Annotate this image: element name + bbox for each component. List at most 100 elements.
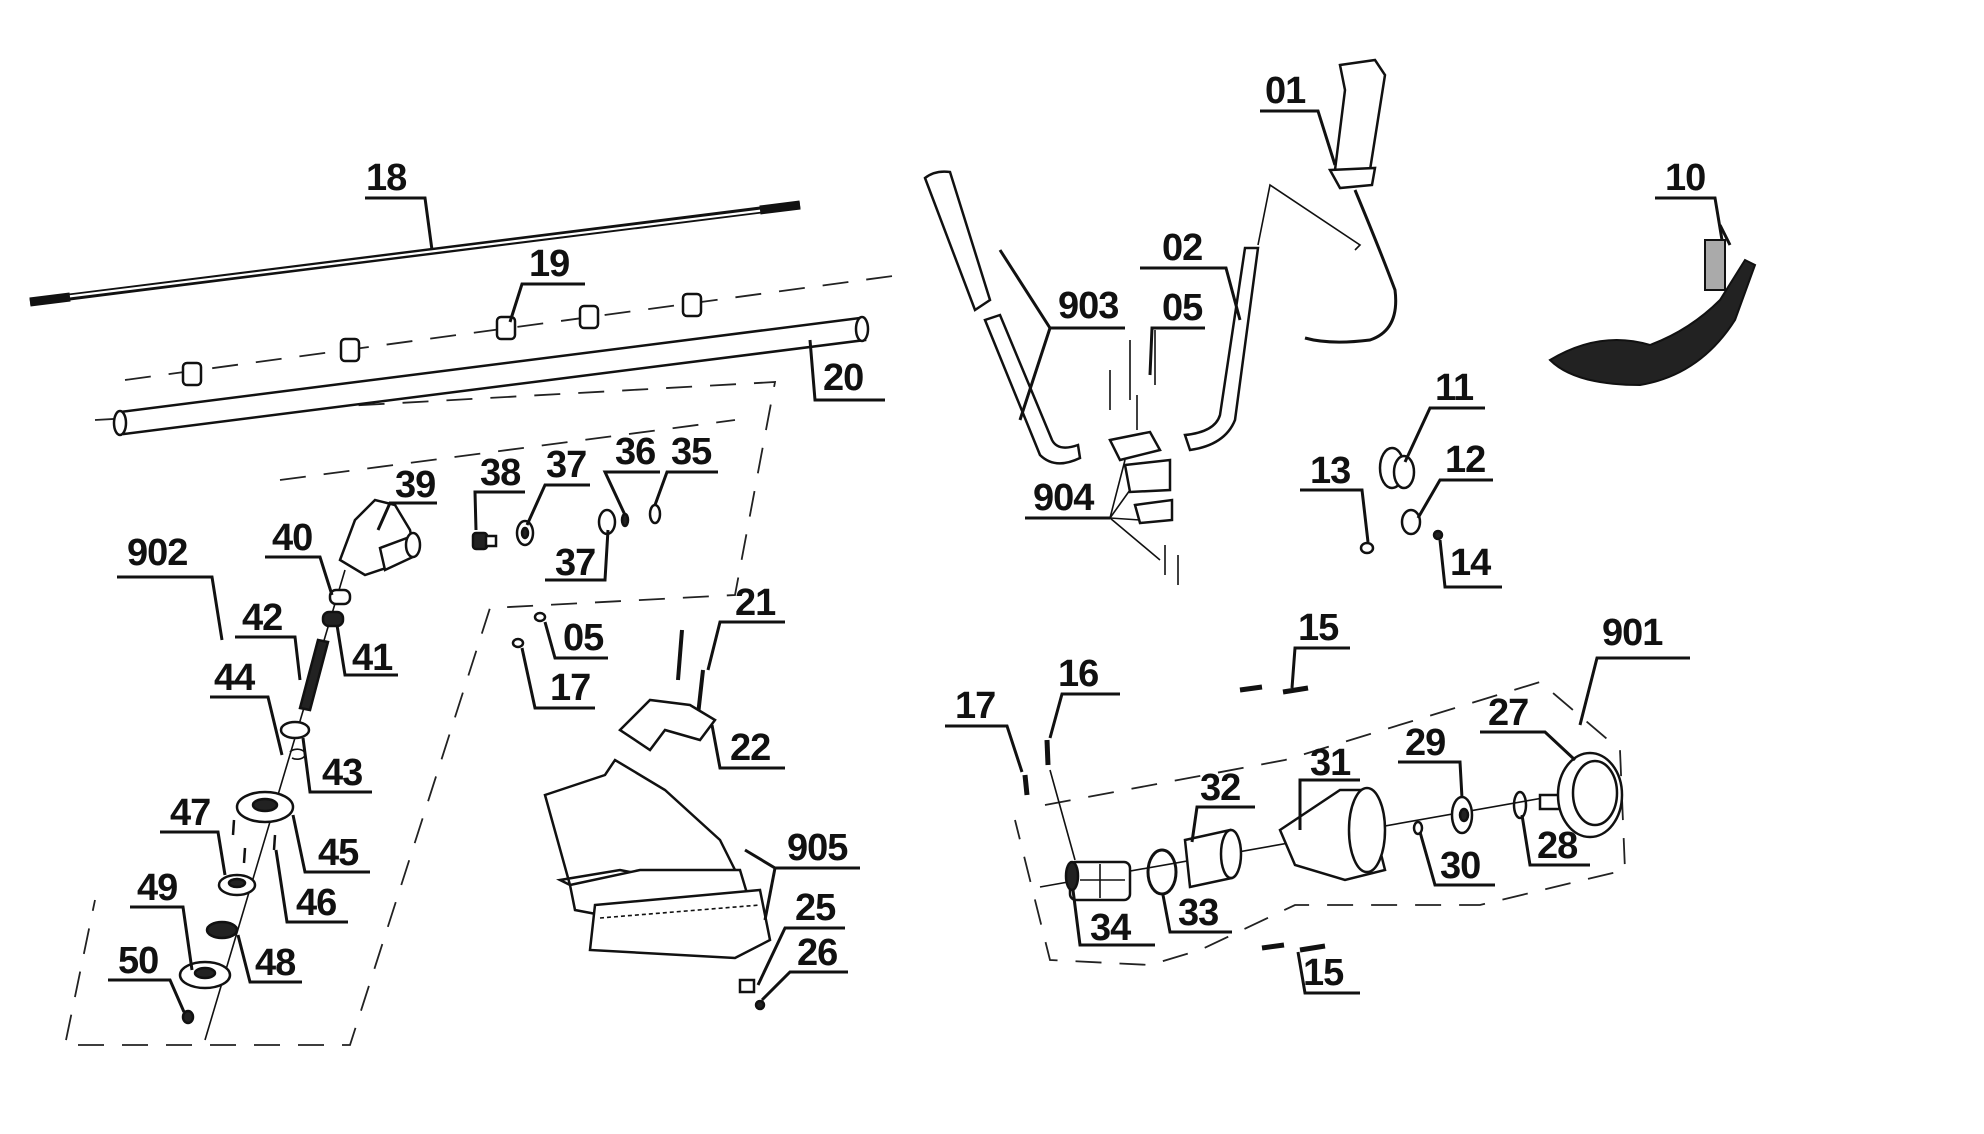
screws-46	[231, 819, 277, 864]
screws-15-top	[1239, 684, 1309, 695]
callout-44: 44	[210, 657, 284, 756]
callout-label-41: 41	[352, 637, 393, 679]
callout-36: 36	[602, 431, 660, 516]
callout-label-18: 18	[366, 157, 406, 199]
callout-label-25: 25	[795, 887, 836, 929]
leader-26	[760, 970, 848, 1002]
callout-902: 902	[117, 532, 224, 641]
callout-label-12: 12	[1445, 439, 1485, 481]
circlip-44	[289, 748, 306, 760]
callout-label-32: 32	[1200, 767, 1240, 809]
leader-02	[1140, 266, 1242, 321]
screw-17	[511, 637, 525, 649]
callout-label-35: 35	[671, 431, 712, 473]
callout-label-33: 33	[1178, 892, 1218, 934]
callout-14: 14	[1438, 539, 1502, 589]
circlip-33	[1146, 848, 1178, 896]
callout-label-14: 14	[1450, 542, 1491, 584]
bushing	[339, 337, 361, 363]
shaft-tube	[112, 315, 870, 437]
callout-39: 39	[376, 464, 437, 531]
callout-label-903: 903	[1058, 285, 1118, 327]
callout-label-05b: 05	[563, 617, 604, 659]
callout-label-13: 13	[1310, 450, 1350, 492]
leader-05b	[543, 621, 608, 660]
leader-46	[274, 849, 348, 924]
callout-label-17a: 17	[550, 667, 590, 709]
leader-13	[1300, 488, 1370, 543]
bushing-32	[1183, 828, 1243, 889]
clamp-mid	[1123, 458, 1172, 494]
group-902-outline	[63, 381, 777, 1046]
guard-bracket-22	[618, 698, 717, 752]
cup-49	[178, 960, 232, 990]
callout-12: 12	[1416, 439, 1493, 519]
callout-label-10: 10	[1665, 157, 1705, 199]
leader-22	[710, 724, 785, 770]
callout-label-46: 46	[296, 882, 336, 924]
leader-16	[1048, 692, 1120, 739]
callout-label-15b: 15	[1303, 952, 1344, 994]
screw-17b	[1022, 774, 1030, 796]
dashed-axis-39	[279, 419, 736, 481]
callout-905: 905	[744, 827, 860, 921]
callout-20: 20	[808, 339, 885, 402]
callout-label-17b: 17	[955, 685, 995, 727]
callout-38: 38	[473, 452, 525, 531]
leader-28	[1520, 814, 1590, 867]
clamp-11	[1378, 446, 1416, 490]
leader-30	[1418, 831, 1495, 887]
callout-label-37a: 37	[546, 444, 586, 486]
screw-26	[754, 999, 766, 1011]
bushing	[181, 361, 203, 387]
leader-901	[1578, 656, 1690, 726]
callout-label-15a: 15	[1298, 607, 1339, 649]
nut-50	[181, 1009, 195, 1025]
callout-35: 35	[653, 431, 718, 506]
leader-10	[1655, 196, 1724, 241]
callout-label-01: 01	[1265, 70, 1306, 112]
callout-37a: 37	[525, 444, 590, 526]
callout-40: 40	[265, 517, 334, 596]
left-bar	[983, 313, 1082, 465]
callout-34: 34	[1071, 889, 1155, 949]
callout-25: 25	[756, 887, 845, 986]
leader-37a	[525, 483, 590, 526]
callout-label-27: 27	[1488, 692, 1528, 734]
callout-label-44: 44	[214, 657, 255, 699]
callout-32: 32	[1190, 767, 1255, 843]
gear-head	[338, 498, 422, 577]
callout-19: 19	[508, 243, 585, 323]
leader-32	[1190, 805, 1255, 843]
small-gear-38	[471, 531, 498, 551]
callout-45: 45	[291, 814, 370, 874]
leader-12	[1416, 478, 1493, 519]
callout-33: 33	[1161, 892, 1232, 934]
leader-18	[365, 196, 434, 251]
bushings	[124, 274, 901, 387]
callout-label-47: 47	[170, 792, 210, 834]
leader-21	[706, 620, 785, 671]
callout-49: 49	[130, 867, 194, 971]
leader-49	[130, 905, 194, 971]
callout-label-19: 19	[529, 243, 569, 285]
leader-05a	[1148, 326, 1205, 376]
callout-901: 901	[1578, 612, 1690, 726]
leader-31	[1298, 778, 1360, 830]
callout-11: 11	[1403, 367, 1485, 463]
callout-10: 10	[1655, 157, 1724, 241]
leader-50	[108, 978, 186, 1013]
clamp-top	[1108, 430, 1162, 462]
leader-25	[756, 926, 845, 986]
callout-22: 22	[710, 724, 785, 770]
callout-label-29: 29	[1405, 722, 1445, 764]
callout-903: 903	[998, 249, 1125, 421]
leader-905b	[763, 867, 777, 921]
callout-26: 26	[760, 932, 848, 1002]
callout-01: 01	[1260, 70, 1337, 166]
leader-41	[335, 624, 398, 677]
washer-47	[217, 873, 257, 897]
leader-33	[1161, 894, 1232, 934]
gear-housing	[338, 498, 415, 577]
